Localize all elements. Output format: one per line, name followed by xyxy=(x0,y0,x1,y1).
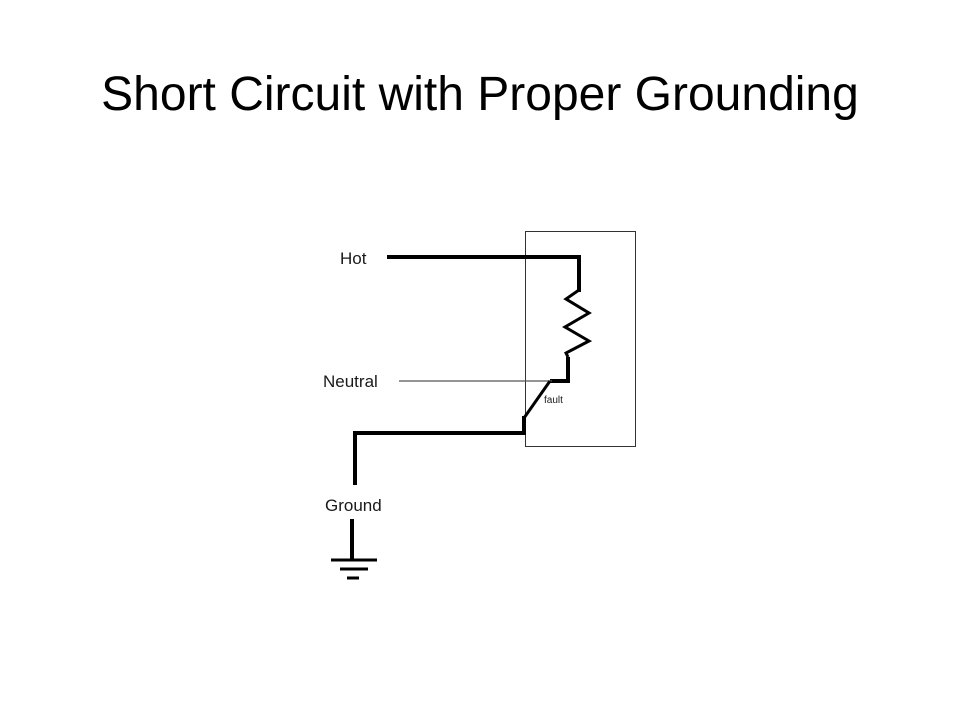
hot-wire xyxy=(387,255,581,292)
neutral-label: Neutral xyxy=(323,372,378,391)
slide-title: Short Circuit with Proper Grounding xyxy=(101,68,859,121)
fault-label: fault xyxy=(544,395,563,406)
load-lead-wire xyxy=(550,357,570,383)
ground-label: Ground xyxy=(325,496,382,515)
ground-wire xyxy=(353,416,526,485)
ground-symbol-icon xyxy=(331,519,377,580)
fault-short xyxy=(522,380,552,419)
appliance-enclosure xyxy=(525,231,636,447)
hot-label: Hot xyxy=(340,249,367,268)
load-resistor xyxy=(562,288,593,358)
